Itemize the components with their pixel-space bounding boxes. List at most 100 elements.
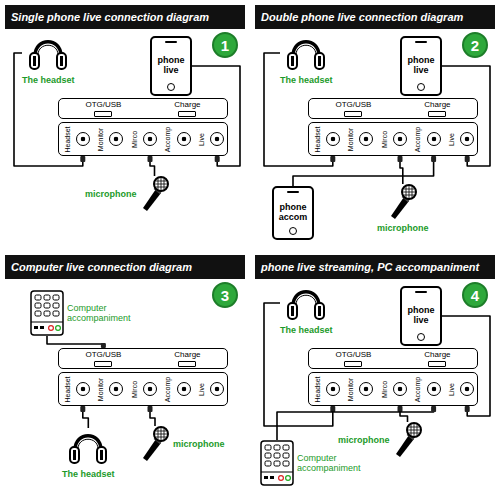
label-text: Computer live connection diagram <box>11 261 192 273</box>
socket-label: Headset <box>62 124 73 154</box>
label-text: The headset <box>62 469 115 479</box>
jack-socket <box>76 382 90 396</box>
audio-cable <box>47 336 103 348</box>
usb-socket: OTG/USB <box>335 351 371 367</box>
headset-icon <box>286 34 326 72</box>
callout-number: 3 <box>212 282 238 308</box>
audio-socket: Accomp <box>410 373 444 405</box>
phone-device: phone live <box>400 36 442 96</box>
socket-label: Monitor <box>95 124 106 154</box>
label-text: OTG/USB <box>85 101 121 109</box>
jack-socket <box>177 132 191 146</box>
label-text: OTG/USB <box>335 351 371 359</box>
label-text: Accomp <box>165 376 172 401</box>
callout-number: 4 <box>462 282 488 308</box>
microphone-icon <box>140 176 170 212</box>
socket-label: Mirco <box>379 124 390 154</box>
label-text: Mirco <box>131 380 138 397</box>
label-text: Headset <box>64 126 71 152</box>
usb-panel: OTG/USB Charge <box>308 348 478 369</box>
microphone-icon <box>140 426 170 462</box>
label-text: Charge <box>174 351 200 359</box>
jack-socket <box>427 382 441 396</box>
audio-panel: Headset Monitor Mirco Accomp Live <box>58 372 228 406</box>
audio-socket: Live <box>193 123 227 155</box>
callout-number: 1 <box>212 32 238 58</box>
phone-button <box>417 333 425 341</box>
jack-socket <box>393 382 407 396</box>
cable-plug <box>431 406 436 412</box>
jack-socket <box>460 132 474 146</box>
audio-socket: Monitor <box>343 373 377 405</box>
device-icon <box>140 426 170 462</box>
label-text: Monitor <box>97 377 104 400</box>
label-text: Mirco <box>381 130 388 147</box>
usb-socket: OTG/USB <box>85 351 121 367</box>
socket-label: Headset <box>312 124 323 154</box>
usb-slot <box>344 111 362 117</box>
jack-socket <box>460 382 474 396</box>
usb-panel: OTG/USB Charge <box>58 348 228 369</box>
cable-plug <box>80 156 85 162</box>
socket-label: Live <box>196 124 207 154</box>
audio-socket: Accomp <box>160 123 194 155</box>
jack-socket <box>109 382 123 396</box>
label-text: 2 <box>471 38 479 53</box>
mic-device: microphone <box>377 184 429 233</box>
phone-device: phone live <box>400 286 442 346</box>
label-text: phone accom <box>274 203 312 223</box>
socket-label: Monitor <box>345 374 356 404</box>
label-text: Computer accompaniment <box>67 303 141 324</box>
socket-label: Headset <box>62 374 73 404</box>
label-text: 3 <box>221 288 229 303</box>
label-text: Headset <box>314 126 321 152</box>
title-band: Computer live connection diagram <box>5 255 245 279</box>
phone-speaker <box>287 191 299 193</box>
label-text: Live <box>448 133 455 146</box>
headset-device: The headset <box>22 34 75 85</box>
jack-socket <box>210 382 224 396</box>
usb-socket: Charge <box>424 101 450 117</box>
cable-plug <box>398 156 403 162</box>
jack-socket <box>177 382 191 396</box>
socket-label: Monitor <box>95 374 106 404</box>
computer-icon <box>30 290 64 336</box>
cable-plug <box>148 156 153 162</box>
audio-socket: Headset <box>309 123 343 155</box>
device-icon <box>260 440 294 486</box>
device-icon <box>28 34 68 72</box>
audio-panel: HeadsetMonitorMircoAccompLive <box>308 122 478 156</box>
label-text: Live <box>198 383 205 396</box>
usb-socket: OTG/USB <box>335 101 371 117</box>
socket-label: Live <box>446 374 457 404</box>
device-icon <box>393 422 423 458</box>
socket-label: Mirco <box>129 374 140 404</box>
audio-panel: HeadsetMonitorMircoAccompLive <box>58 122 228 156</box>
label-text: The headset <box>22 75 75 85</box>
phone-speaker <box>415 291 427 293</box>
jack-socket <box>76 132 90 146</box>
jack-socket <box>210 132 224 146</box>
headset-icon <box>68 428 108 466</box>
headset-icon <box>286 284 326 322</box>
label-text: microphone <box>85 189 137 199</box>
headset-device: The headset <box>280 284 333 335</box>
audio-socket: Accomp <box>410 123 444 155</box>
mic-device: microphone <box>338 422 423 458</box>
phone-button <box>167 83 175 91</box>
mic-device: microphone <box>140 426 225 462</box>
jack-socket <box>143 132 157 146</box>
label-text: 4 <box>471 288 479 303</box>
device-icon <box>286 284 326 322</box>
usb-socket: Charge <box>424 351 450 367</box>
device-icon <box>140 176 170 212</box>
usb-slot <box>178 361 196 367</box>
usb-slot <box>428 111 446 117</box>
audio-socket: Mirco <box>126 373 160 405</box>
audio-socket: Headset <box>59 123 93 155</box>
label-text: phone live <box>402 56 440 76</box>
label-text: phone live <box>152 56 190 76</box>
callout-number: 2 <box>462 32 488 58</box>
label-text: phone live streaming, PC accompaniment <box>261 261 479 273</box>
usb-socket: Charge <box>174 101 200 117</box>
